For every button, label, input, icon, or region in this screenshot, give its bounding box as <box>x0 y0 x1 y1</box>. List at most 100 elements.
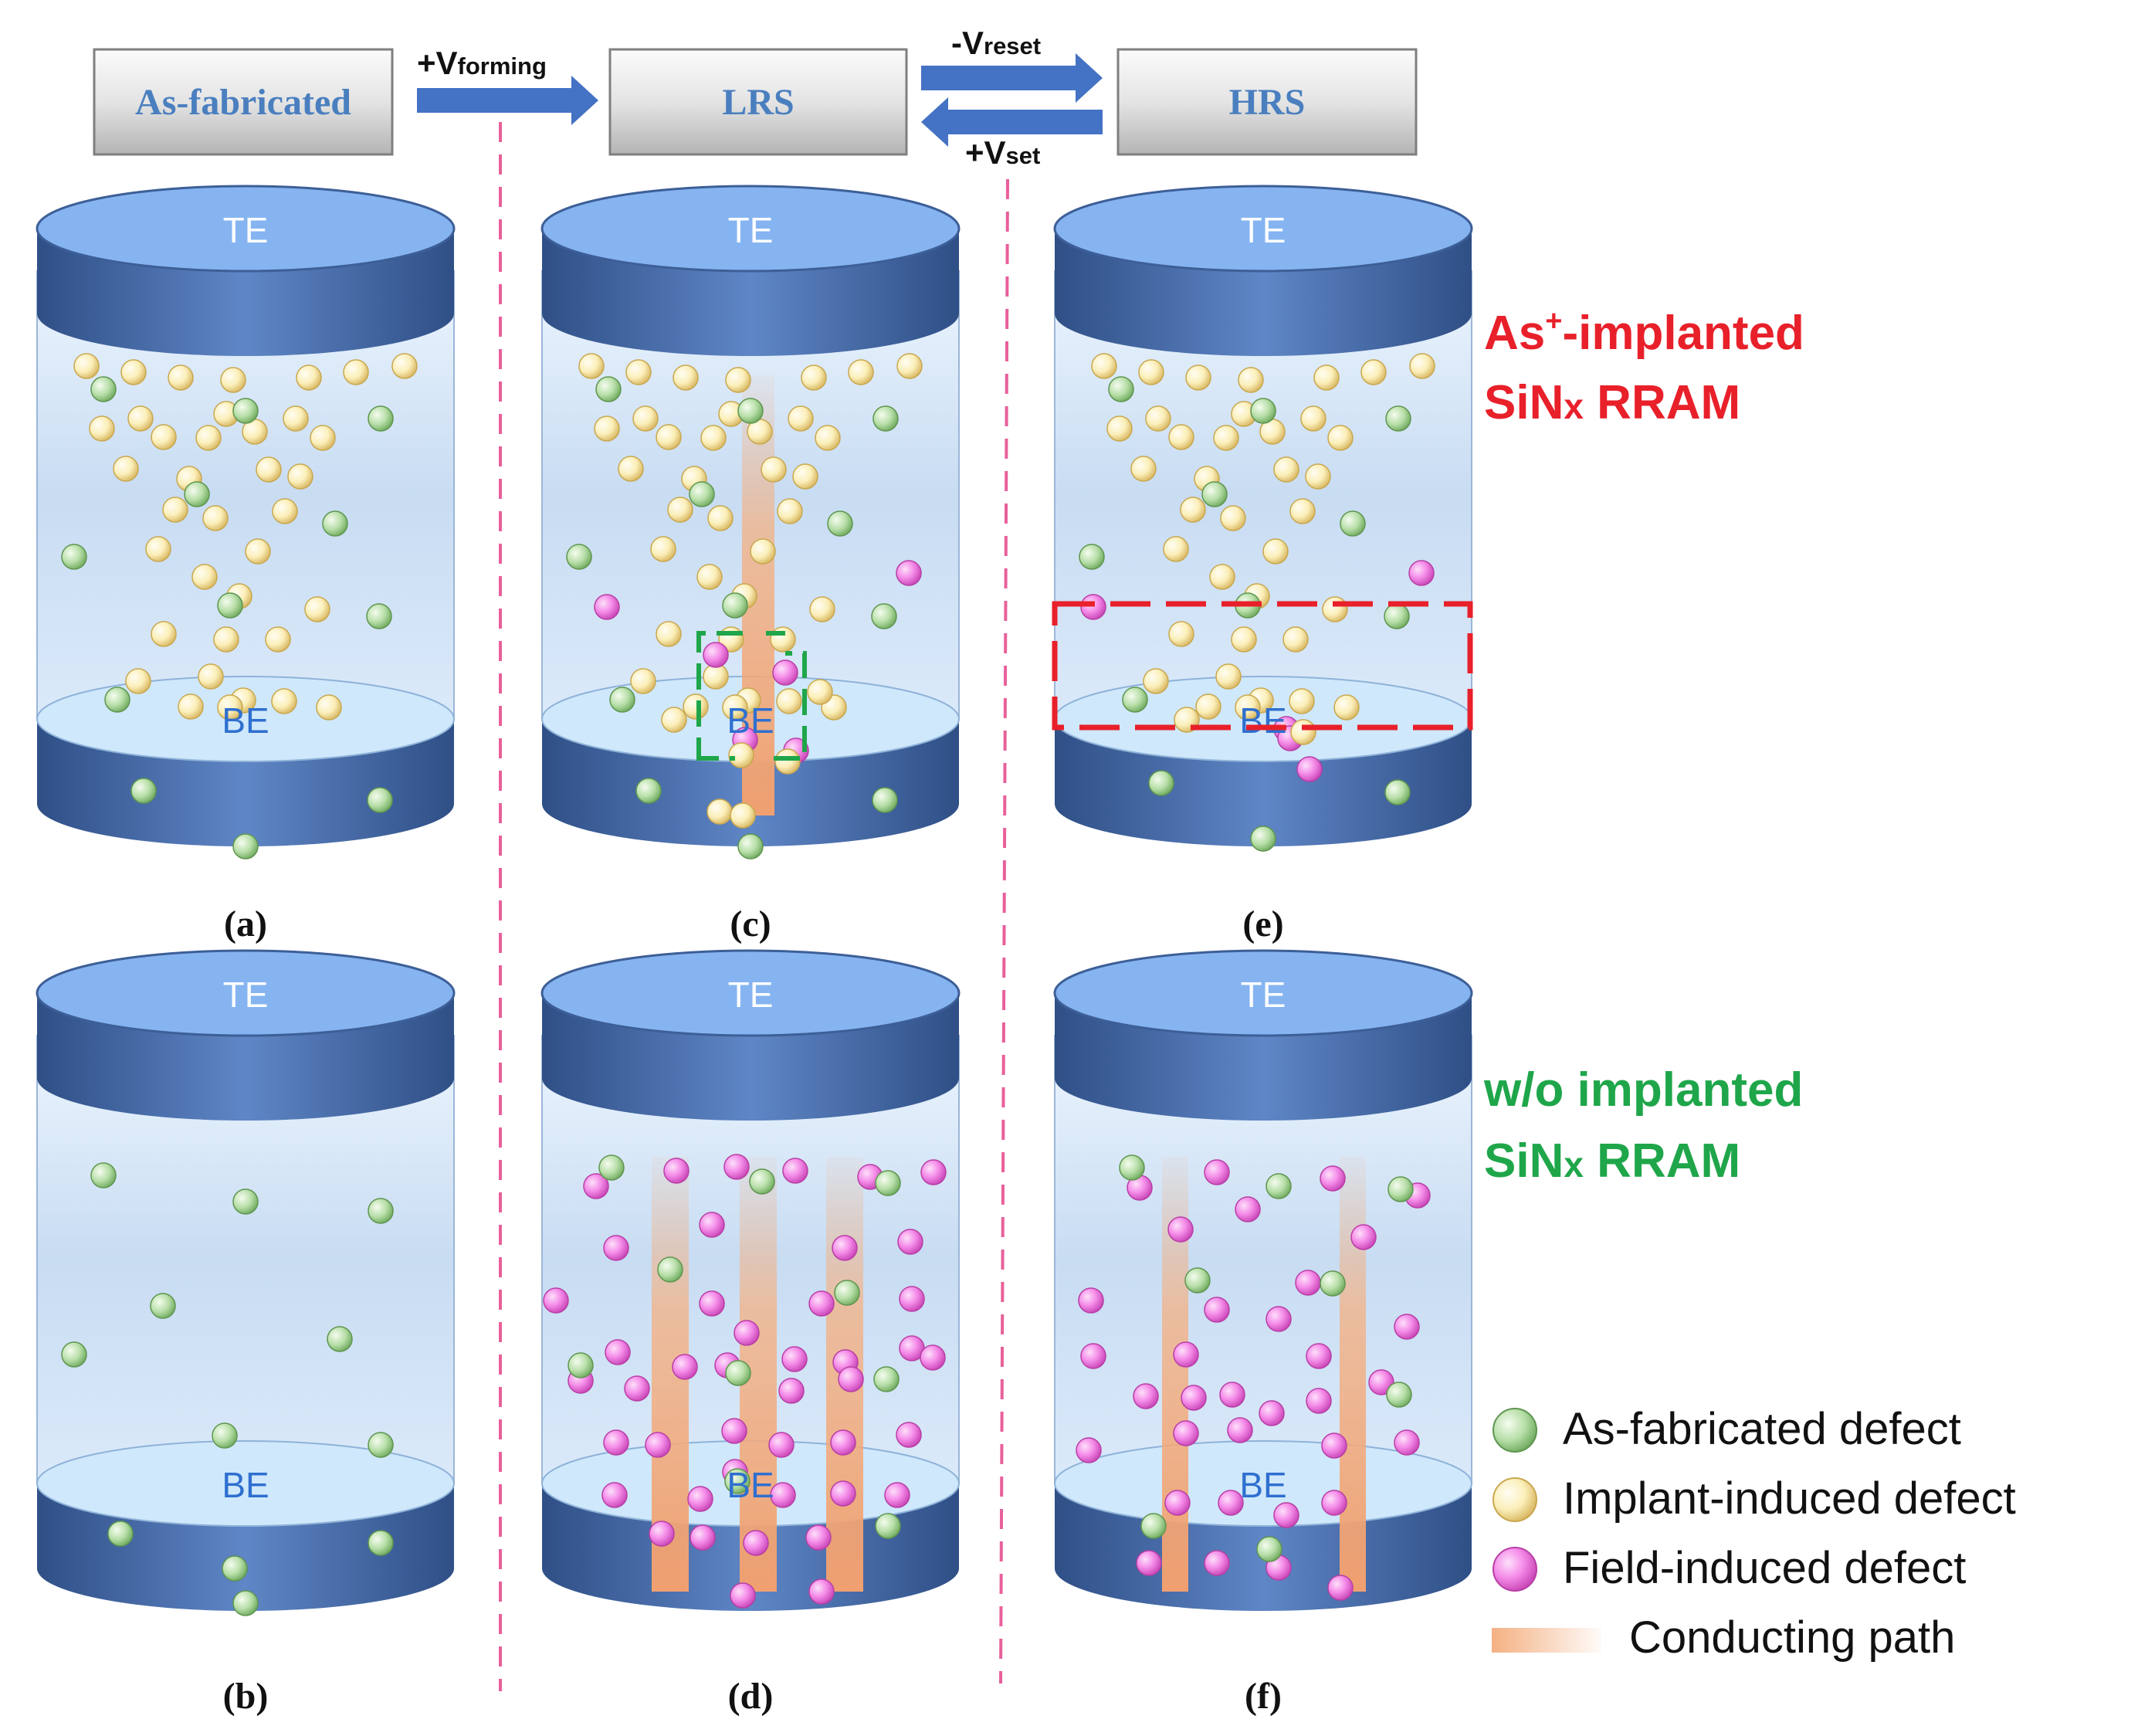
implant-induced-defect <box>1409 353 1435 379</box>
svg-text:-Vreset: -Vreset <box>951 25 1041 61</box>
implant-induced-defect <box>316 694 342 721</box>
legend-as-fabricated-marker <box>1493 1408 1537 1453</box>
implant-induced-defect <box>707 505 734 531</box>
as-fabricated-defect <box>873 1366 900 1392</box>
row-label-plain: w/o implanted SiNx RRAM <box>1483 1063 1803 1188</box>
implant-induced-defect <box>1168 424 1194 450</box>
state-lrs: LRS <box>608 48 908 156</box>
implant-induced-defect <box>73 353 100 379</box>
as-fabricated-defect <box>875 1513 901 1539</box>
bottom-electrode-label: BE <box>727 700 774 741</box>
as-fabricated-defect <box>90 1162 117 1188</box>
as-fabricated-defect <box>827 510 853 537</box>
forming-sub: forming <box>458 53 547 80</box>
as-fabricated-defect <box>367 787 393 813</box>
as-fabricated-defect <box>61 544 87 570</box>
panel-label-c: (c) <box>730 904 771 944</box>
field-induced-defect <box>723 1154 750 1180</box>
as-fabricated-defect <box>635 778 662 804</box>
as-fabricated-defect <box>212 1422 238 1449</box>
implant-induced-defect <box>245 538 271 565</box>
field-induced-defect <box>583 1173 609 1199</box>
as-fabricated-defect <box>232 1590 259 1616</box>
panel-label-b: (b) <box>223 1676 269 1717</box>
field-induced-defect <box>1133 1383 1159 1409</box>
bottom-electrode-face <box>1054 1440 1472 1527</box>
panel-label-a: (a) <box>224 904 267 944</box>
implant-induced-defect <box>725 367 751 393</box>
bottom-electrode-label: BE <box>222 1465 269 1505</box>
row-label-implanted: As+-implanted SiNx RRAM <box>1484 305 1804 429</box>
field-induced-defect <box>1266 1306 1292 1332</box>
field-induced-defect <box>830 1429 856 1456</box>
implant-induced-defect <box>127 405 154 432</box>
field-induced-defect <box>808 1290 835 1317</box>
as-fabricated-defect <box>1387 1176 1414 1202</box>
field-induced-defect <box>1173 1420 1199 1446</box>
as-fabricated-defect <box>566 544 592 570</box>
field-induced-defect <box>772 659 798 686</box>
implanted-line1-pre: As <box>1484 307 1545 360</box>
implant-induced-defect <box>801 364 827 391</box>
implanted-line2-small: x <box>1564 386 1584 426</box>
implanted-line2-post: RRAM <box>1584 376 1740 429</box>
as-fabricated-defect <box>1250 826 1276 852</box>
legend-field-label: Field-induced defect <box>1563 1543 1966 1593</box>
as-fabricated-defect <box>657 1256 683 1283</box>
implant-induced-defect <box>1130 456 1157 482</box>
reset-sign: -V <box>951 25 984 61</box>
as-fabricated-defect <box>232 1188 259 1215</box>
reset-arrow: -Vreset <box>921 25 1103 103</box>
as-fabricated-defect <box>184 481 210 507</box>
top-electrode-label: TE <box>728 210 774 250</box>
bottom-electrode-label: BE <box>222 700 269 741</box>
implant-induced-defect <box>1290 719 1316 745</box>
as-fabricated-defect <box>1340 510 1366 537</box>
implant-induced-defect <box>630 668 656 694</box>
implant-induced-defect <box>774 748 801 775</box>
field-induced-defect <box>721 1418 747 1444</box>
as-fabricated-defect <box>834 1280 860 1306</box>
field-induced-defect <box>781 1346 808 1372</box>
field-induced-defect <box>1204 1550 1230 1576</box>
implant-induced-defect <box>1238 367 1264 393</box>
field-induced-defect <box>782 1158 808 1184</box>
implant-induced-defect <box>770 626 796 653</box>
plain-line2-pre: SiN <box>1484 1134 1564 1188</box>
as-fabricated-defect <box>872 787 898 813</box>
as-fabricated-defect <box>871 603 897 629</box>
implant-induced-defect <box>195 425 222 451</box>
implant-induced-defect <box>220 367 246 393</box>
implant-induced-defect <box>761 456 787 483</box>
implant-induced-defect <box>673 364 699 391</box>
implant-induced-defect <box>89 415 115 442</box>
panel-label-d: (d) <box>728 1676 774 1717</box>
implant-induced-defect <box>272 498 298 524</box>
implant-induced-defect <box>310 425 336 451</box>
field-induced-defect <box>603 1429 629 1456</box>
as-fabricated-defect <box>1079 544 1105 570</box>
implant-induced-defect <box>1360 359 1387 385</box>
field-induced-defect <box>1080 1343 1106 1369</box>
as-fabricated-defect <box>368 1432 394 1458</box>
implant-induced-defect <box>1333 694 1360 721</box>
implant-induced-defect <box>1168 621 1194 647</box>
top-electrode-label: TE <box>223 975 269 1015</box>
field-induced-defect <box>594 594 620 620</box>
top-electrode-label: TE <box>728 975 774 1015</box>
as-fabricated-defect <box>322 510 348 537</box>
as-fabricated-defect <box>1384 779 1411 805</box>
implant-induced-defect <box>750 538 776 565</box>
as-fabricated-defect <box>327 1326 353 1352</box>
implant-induced-defect <box>700 425 727 451</box>
as-fabricated-defect <box>368 1198 394 1224</box>
implant-induced-defect <box>1195 693 1221 720</box>
field-induced-defect <box>1173 1341 1199 1368</box>
forming-sign: +V <box>417 45 458 81</box>
as-fabricated-defect <box>222 1555 248 1582</box>
implant-induced-defect <box>809 596 835 622</box>
legend-path-label: Conducting path <box>1629 1612 1955 1663</box>
field-induced-defect <box>1321 1490 1347 1516</box>
